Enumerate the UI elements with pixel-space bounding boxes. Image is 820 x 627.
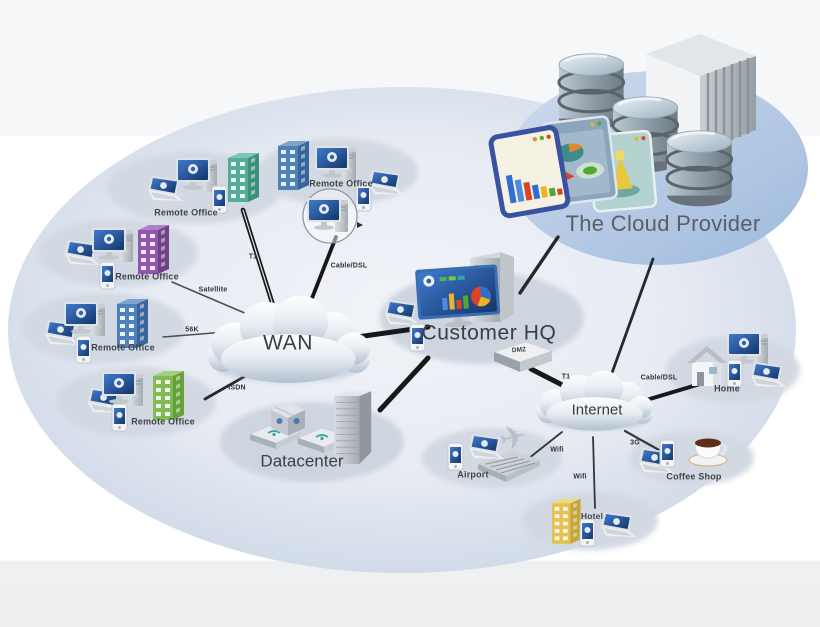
phone-icon (111, 403, 128, 432)
t1-internet-link-label: T1 (561, 373, 571, 381)
database-icon (665, 129, 734, 208)
ring-arrow (357, 222, 363, 228)
remote-office-2-label: Remote Office (309, 178, 373, 189)
datacenter-label: Datacenter (260, 451, 344, 471)
link-satellite (171, 281, 248, 315)
internet-label: Internet (571, 401, 623, 419)
remote-office-4-label: Remote Office (91, 342, 155, 353)
phone-icon (659, 439, 676, 468)
dmz-label: DMZ (511, 346, 527, 355)
customer-hq-label: Customer HQ (421, 321, 557, 345)
phone-icon (579, 518, 596, 547)
cable-dsl-wan-link-label: Cable/DSL (330, 262, 368, 270)
link-internet-provider (606, 257, 655, 386)
phone-icon (75, 335, 92, 364)
cloud-provider-group (488, 34, 756, 219)
building-icon (138, 225, 169, 274)
56k-link-label: 56K (185, 326, 199, 334)
3g-link-label: 3G (630, 439, 640, 447)
home-label: Home (714, 383, 740, 394)
remote-office-3-label: Remote Office (115, 271, 179, 282)
satellite-link-label: Satellite (198, 286, 228, 294)
dashboard-monitor-icon (415, 264, 501, 328)
coffee-shop-label: Coffee Shop (666, 471, 722, 482)
link-hq-datacenter (377, 355, 431, 413)
isdn-link-label: ISDN (228, 384, 246, 392)
wifi-airport-link-label: Wifi (550, 446, 564, 454)
hotel-label: Hotel (580, 510, 604, 521)
link-wifi-hotel (592, 436, 596, 509)
t1-wan-link-label: T1 (248, 253, 258, 261)
building-icon (228, 153, 259, 202)
cloud-provider-label: The Cloud Provider (565, 211, 761, 236)
cable-dsl-home-link-label: Cable/DSL (640, 374, 678, 382)
phone-icon (99, 261, 116, 290)
remote-office-2-group (278, 141, 404, 244)
customer-hq-group (385, 252, 514, 352)
building-icon (552, 498, 581, 544)
building-icon (278, 141, 309, 190)
building-icon (117, 299, 148, 348)
airport-label: Airport (457, 469, 489, 480)
phone-icon (447, 442, 464, 471)
building-icon (153, 371, 184, 420)
wifi-hotel-link-label: Wifi (573, 473, 587, 481)
wan-label: WAN (262, 331, 314, 355)
dmz-appliance-icon (492, 341, 554, 372)
remote-office-1-label: Remote Office (154, 207, 218, 218)
app-window-icon (488, 125, 571, 219)
remote-office-5-label: Remote Office (131, 416, 195, 427)
link-cabledsl-home (641, 382, 702, 403)
link-hq-provider (518, 235, 560, 295)
